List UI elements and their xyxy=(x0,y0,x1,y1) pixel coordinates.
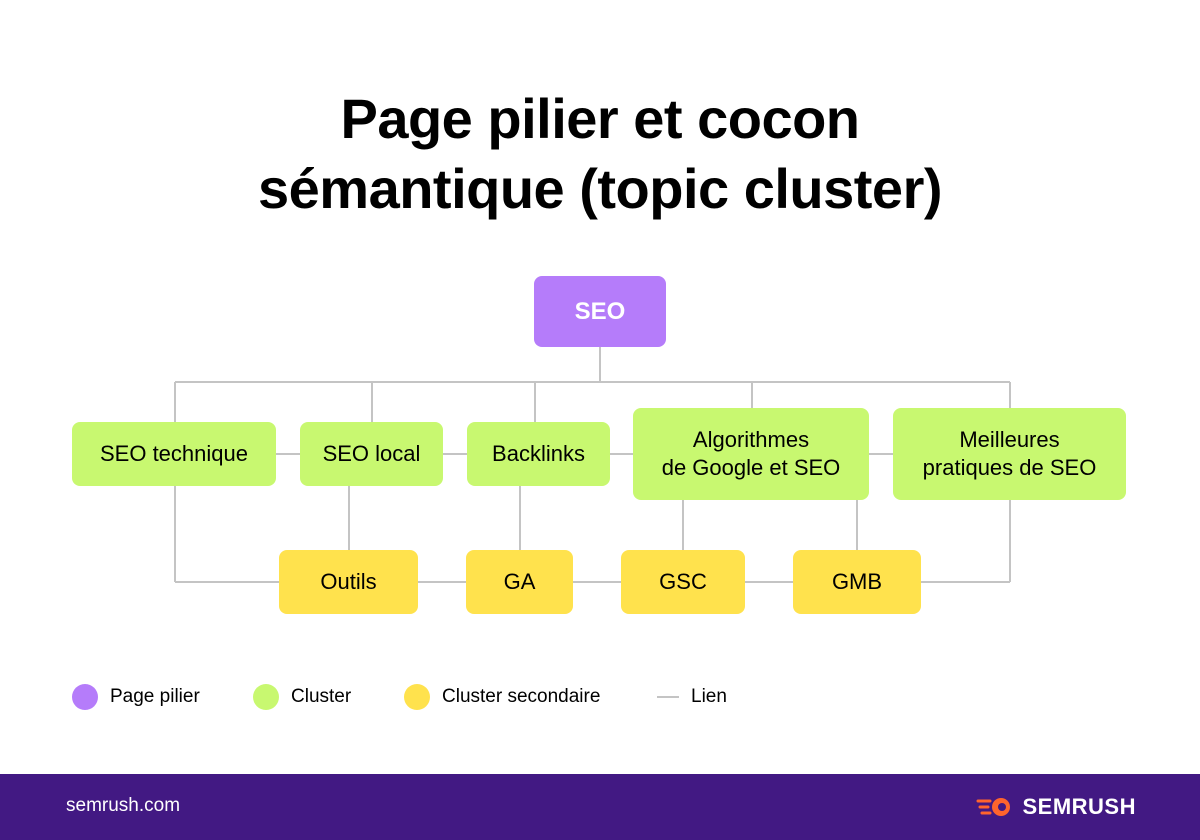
node-ga-label: GA xyxy=(503,569,536,594)
node-backlinks: Backlinks xyxy=(467,422,610,486)
node-seo-technique: SEO technique xyxy=(72,422,276,486)
node-meilleures-label-1: Meilleures xyxy=(959,427,1060,452)
node-meilleures-pratiques: Meilleures pratiques de SEO xyxy=(893,408,1126,500)
node-outils-label: Outils xyxy=(320,569,377,594)
legend-page-pilier: Page pilier xyxy=(72,684,200,710)
node-ga: GA xyxy=(466,550,573,614)
legend-lien-label: Lien xyxy=(691,686,727,707)
node-algorithmes: Algorithmes de Google et SEO xyxy=(633,408,869,500)
node-algorithmes-label-1: Algorithmes xyxy=(692,427,810,452)
legend-lien: Lien xyxy=(657,684,727,710)
footer-url-link[interactable]: semrush.com xyxy=(66,795,181,816)
footer-bar: semrush.com SEMRUSH xyxy=(0,774,1200,840)
brand-name: SEMRUSH xyxy=(1022,794,1136,819)
legend-link-line-icon xyxy=(657,696,679,698)
semrush-fire-icon xyxy=(976,798,1011,816)
node-algorithmes-label-2: de Google et SEO xyxy=(661,455,841,480)
diagram-title: Page pilier et cocon sémantique (topic c… xyxy=(0,84,1200,224)
node-meilleures-label-2: pratiques de SEO xyxy=(922,455,1097,480)
diagram-title-line-2: sémantique (topic cluster) xyxy=(257,157,943,220)
legend-cluster-secondaire-label: Cluster secondaire xyxy=(442,686,601,707)
legend-pillar-dot-icon xyxy=(72,684,98,710)
diagram-title-line-1: Page pilier et cocon xyxy=(340,87,860,150)
node-seo-label: SEO xyxy=(574,297,626,325)
legend-cluster-dot-icon xyxy=(253,684,279,710)
brand-logo: SEMRUSH xyxy=(976,792,1136,822)
legend-cluster-label: Cluster xyxy=(291,686,352,707)
node-seo-local-label: SEO local xyxy=(322,441,421,466)
legend-page-pilier-label: Page pilier xyxy=(110,686,200,707)
node-seo-technique-label: SEO technique xyxy=(100,441,248,466)
node-outils: Outils xyxy=(279,550,418,614)
node-seo-local: SEO local xyxy=(300,422,443,486)
node-gsc: GSC xyxy=(621,550,745,614)
legend-secondary-dot-icon xyxy=(404,684,430,710)
node-gmb-label: GMB xyxy=(831,569,883,594)
node-seo: SEO xyxy=(534,276,666,347)
legend-cluster-secondaire: Cluster secondaire xyxy=(404,684,600,710)
node-backlinks-label: Backlinks xyxy=(492,441,585,466)
node-gsc-label: GSC xyxy=(659,569,707,594)
node-gmb: GMB xyxy=(793,550,921,614)
legend-cluster: Cluster xyxy=(253,684,351,710)
